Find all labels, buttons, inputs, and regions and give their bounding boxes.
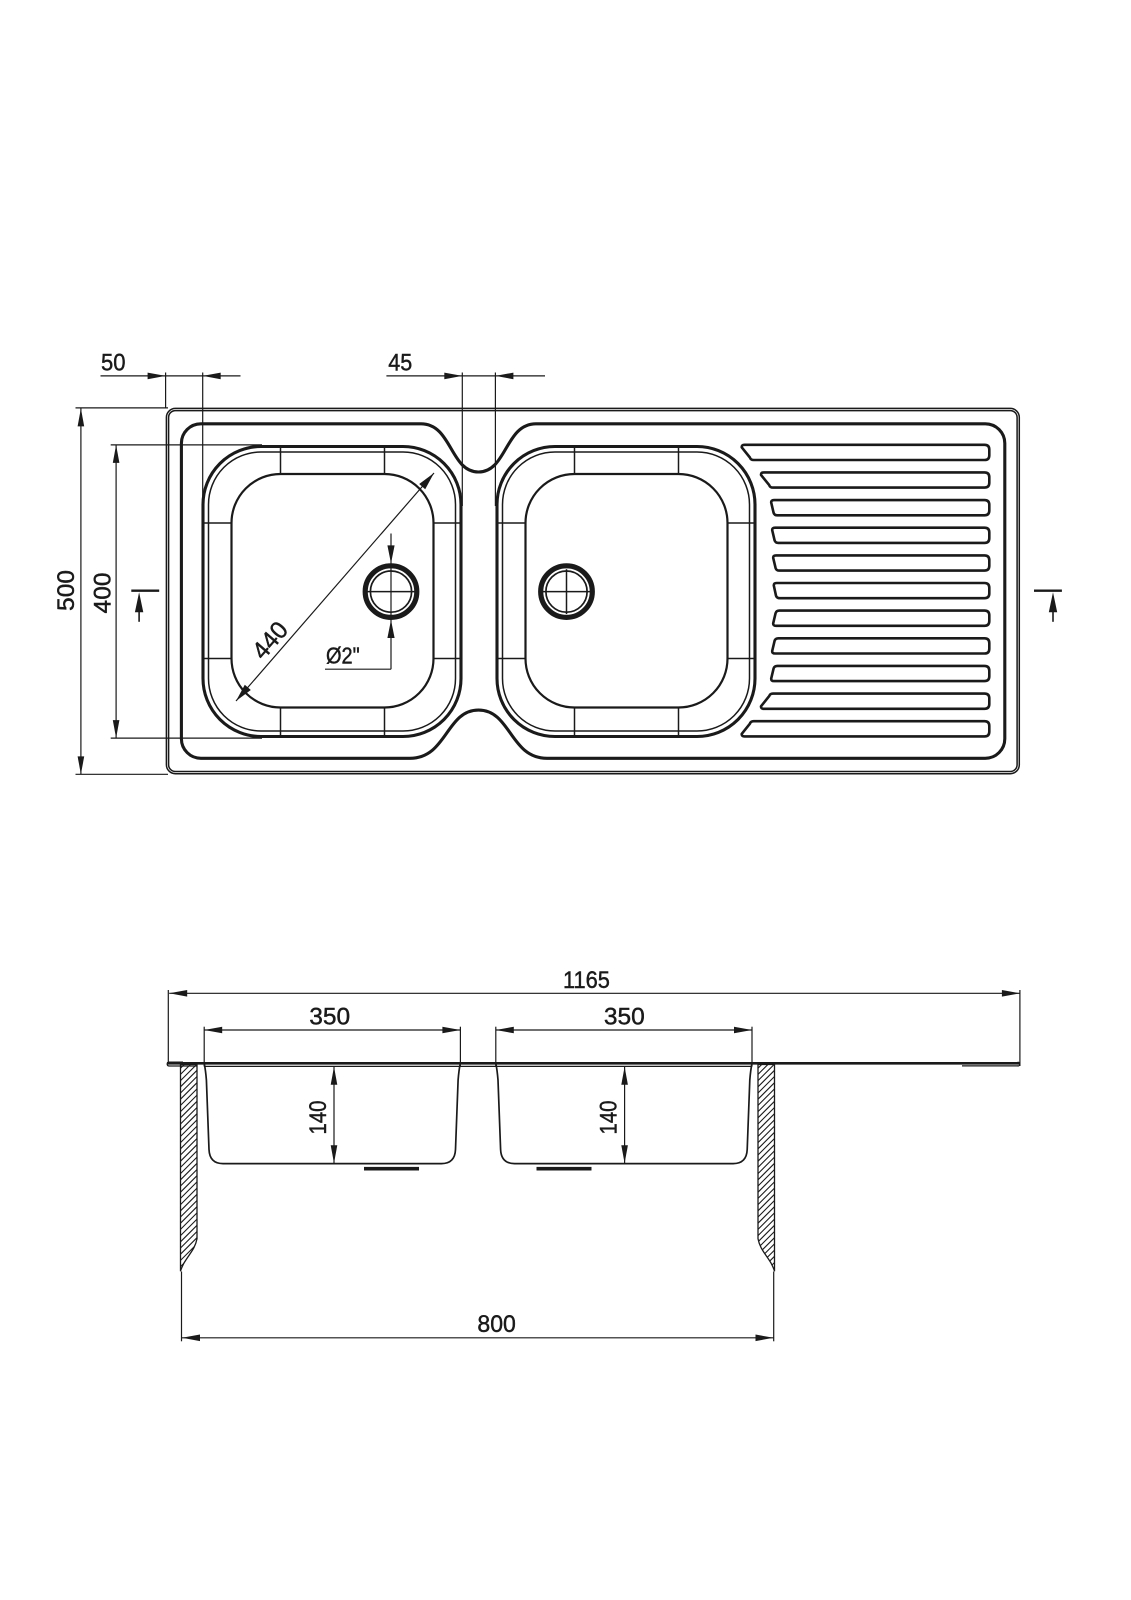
svg-text:400: 400 [89, 573, 116, 614]
svg-text:45: 45 [388, 348, 412, 376]
svg-text:140: 140 [304, 1101, 331, 1135]
svg-text:350: 350 [604, 1004, 645, 1031]
svg-text:800: 800 [477, 1310, 515, 1338]
svg-text:140: 140 [595, 1101, 622, 1135]
svg-text:Ø2": Ø2" [326, 642, 360, 669]
svg-text:350: 350 [309, 1004, 350, 1031]
svg-text:50: 50 [101, 348, 126, 375]
svg-text:500: 500 [53, 570, 80, 611]
svg-text:1165: 1165 [563, 966, 610, 993]
